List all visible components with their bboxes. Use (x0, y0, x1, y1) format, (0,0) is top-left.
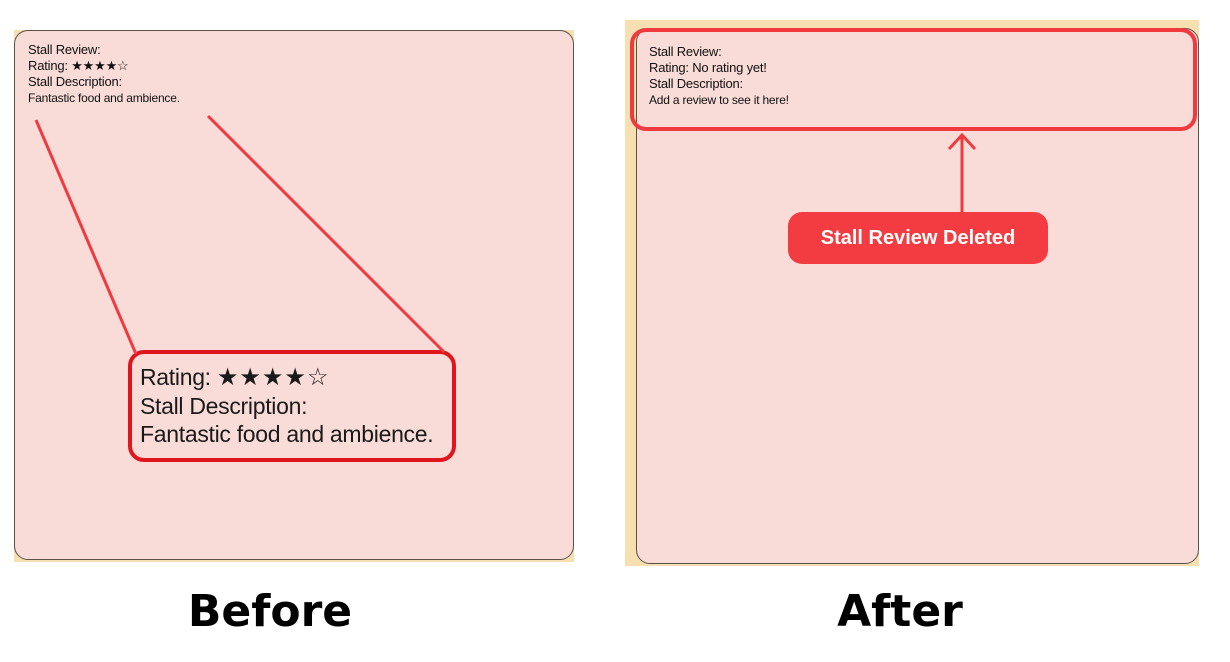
after-highlight-box (630, 28, 1197, 131)
zoom-rating-stars: ★★★★☆ (216, 364, 330, 391)
rating-row: Rating: ★★★★☆ (28, 58, 180, 74)
arrow-head (947, 132, 977, 151)
after-caption: After (837, 586, 963, 637)
after-review-card (636, 28, 1199, 564)
review-deleted-badge: Stall Review Deleted (788, 212, 1048, 264)
zoom-description-label: Stall Description: (140, 393, 308, 419)
zoom-callout-box (128, 350, 456, 462)
stall-description-label: Stall Description: (28, 74, 122, 89)
after-description-text: Add a review to see it here! (649, 93, 789, 107)
callout-line-right (206, 114, 446, 354)
callout-line-left (34, 119, 138, 355)
before-card-text: Stall Review: Rating: ★★★★☆ Stall Descri… (28, 42, 180, 106)
stall-review-label: Stall Review: (28, 42, 101, 57)
after-stall-description-label: Stall Description: (649, 76, 743, 91)
after-rating-text: Rating: No rating yet! (649, 60, 767, 75)
after-card-text: Stall Review: Rating: No rating yet! Sta… (649, 44, 789, 108)
zoom-description-text: Fantastic food and ambience. (140, 421, 434, 447)
after-stall-review-label: Stall Review: (649, 44, 722, 59)
zoom-rating-row: Rating: ★★★★☆ (140, 363, 433, 392)
zoom-callout-text: Rating: ★★★★☆ Stall Description: Fantast… (140, 363, 434, 448)
before-caption: Before (187, 586, 353, 637)
rating-stars: ★★★★☆ (71, 58, 129, 73)
before-review-card (14, 30, 574, 560)
stall-description-text: Fantastic food and ambience. (28, 91, 180, 105)
rating-label: Rating: (28, 58, 68, 73)
zoom-rating-label: Rating: (140, 364, 211, 390)
